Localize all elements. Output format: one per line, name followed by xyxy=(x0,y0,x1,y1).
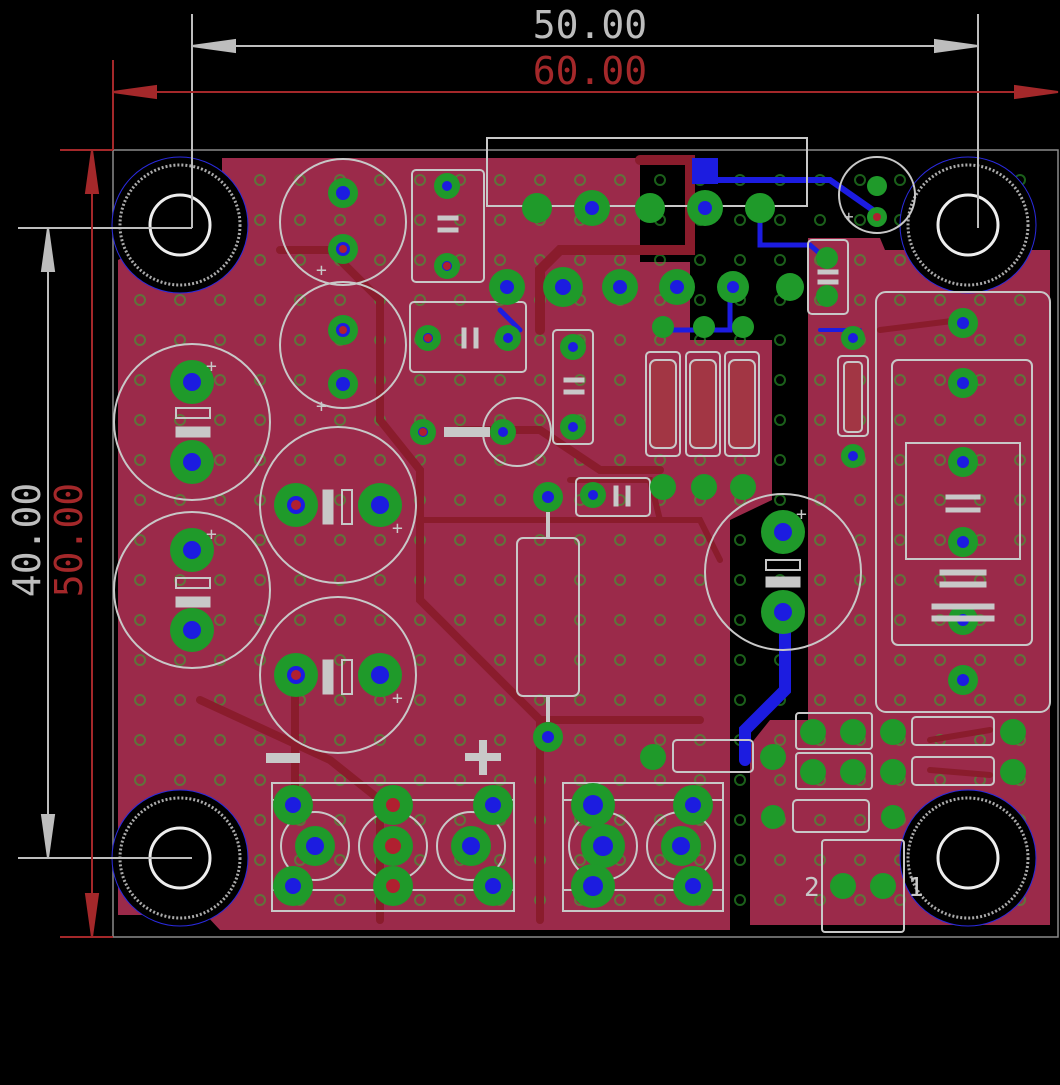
dimension-top-inner xyxy=(191,14,979,228)
silk-pin-one: 1 xyxy=(908,873,924,903)
dimension-label-50-left: 50.00 xyxy=(47,483,91,597)
silk-plus-c3: + xyxy=(206,356,217,377)
dimension-top-outer xyxy=(112,60,1059,150)
silk-pin-two: 2 xyxy=(804,873,820,903)
resistor-bodies xyxy=(649,359,863,449)
mounting-hole-top-right xyxy=(899,156,1037,294)
dimension-label-60-top: 60.00 xyxy=(533,49,647,93)
dimension-left-outer xyxy=(60,149,113,938)
silk-plus-c1: + xyxy=(316,260,327,281)
dimension-left-inner xyxy=(18,227,192,859)
silk-plus-c5: + xyxy=(392,518,403,539)
mounting-hole-bottom-right xyxy=(899,789,1037,927)
capacitor-marks xyxy=(175,215,995,695)
silk-labels: 2 1 + + + + + + + + xyxy=(206,207,924,903)
board-outline xyxy=(112,149,1059,938)
mounting-hole-top-left xyxy=(111,156,249,294)
through-hole-pads xyxy=(170,173,1026,908)
silk-plus-c8: + xyxy=(844,207,854,226)
dimension-label-50-top: 50.00 xyxy=(533,3,647,47)
dimension-label-40-left: 40.00 xyxy=(5,483,49,597)
silk-plus-c4: + xyxy=(206,524,217,545)
silk-plus-c2: + xyxy=(316,396,327,417)
silk-plus-c7: + xyxy=(796,504,807,525)
silk-plus-c6: + xyxy=(392,688,403,709)
